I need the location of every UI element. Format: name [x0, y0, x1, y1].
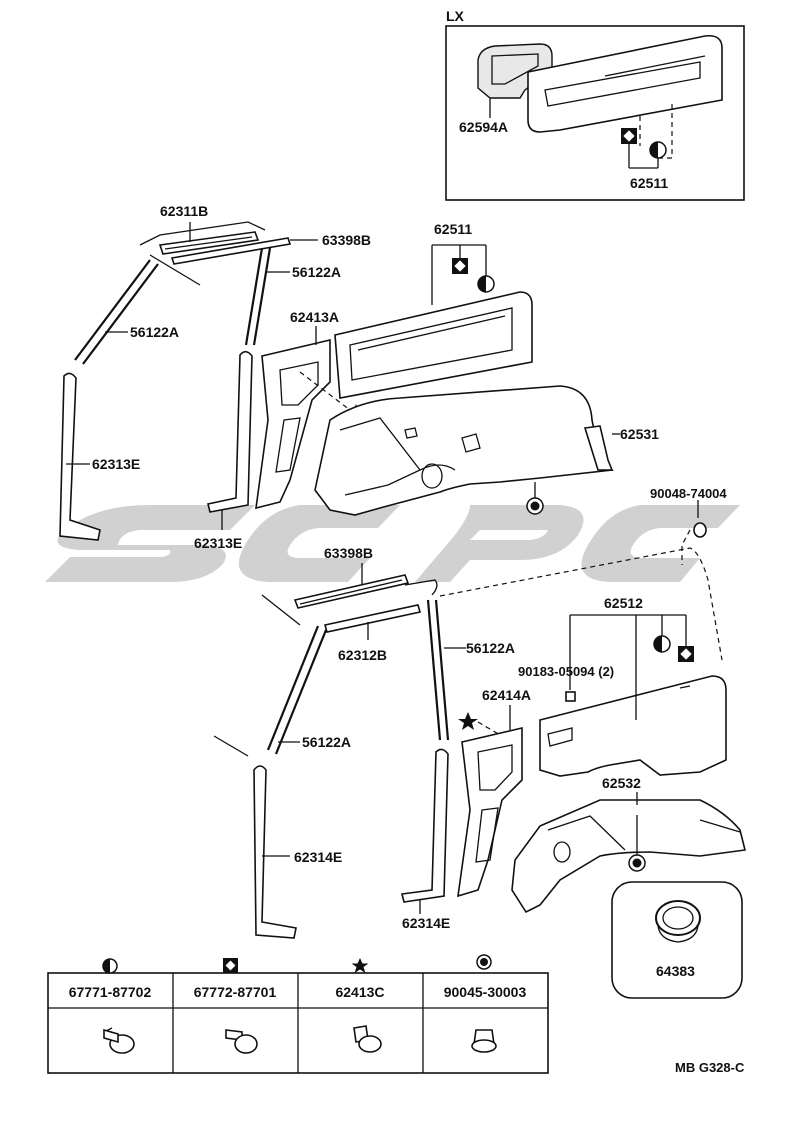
diamond-square-icon	[621, 128, 637, 144]
label-56122a-upper-left: 56122A	[130, 324, 179, 340]
clip-62413c-drawing	[353, 1025, 382, 1053]
diamond-square-icon	[452, 258, 468, 274]
label-63398b-upper: 63398B	[322, 232, 371, 248]
label-64383: 64383	[656, 963, 695, 979]
diamond-square-icon	[223, 958, 238, 973]
label-56122a-lower-left: 56122A	[302, 734, 351, 750]
label-62311b: 62311B	[160, 203, 208, 219]
fastener-part-2: 67772-87701	[194, 984, 277, 1000]
label-56122a-upper-right: 56122A	[292, 264, 341, 280]
fastener-table: 67771-87702 67772-87701 62413C 90045-300…	[47, 954, 549, 1074]
label-90048-74004: 90048-74004	[650, 486, 727, 501]
target-circle-icon	[526, 497, 544, 515]
target-circle-icon	[476, 954, 492, 970]
label-56122a-lower-right: 56122A	[466, 640, 515, 656]
clip-67771-drawing	[103, 1027, 135, 1054]
lx-inset-box: LX 62594A 62511	[445, 8, 745, 201]
lower-assembly: 63398B 62312B 56122A 56122A 62314E 62314…	[213, 545, 746, 939]
label-62313e-right: 62313E	[194, 535, 242, 551]
label-62532: 62532	[602, 775, 641, 791]
label-90183-05094: 90183-05094 (2)	[518, 664, 614, 679]
label-62512: 62512	[604, 595, 643, 611]
grommet-64383	[655, 900, 701, 943]
fastener-part-3: 62413C	[335, 984, 384, 1000]
lx-label-62594a: 62594A	[459, 119, 508, 135]
diamond-square-icon	[678, 646, 694, 662]
star-icon	[351, 958, 369, 973]
lx-label-62511: 62511	[630, 175, 668, 191]
target-circle-icon	[628, 854, 646, 872]
half-circle-icon	[102, 958, 118, 974]
label-62414a: 62414A	[482, 687, 531, 703]
clip-90045-drawing	[471, 1029, 497, 1053]
label-62314e-left: 62314E	[294, 849, 342, 865]
star-icon	[458, 712, 478, 730]
fastener-part-1: 67771-87702	[69, 984, 152, 1000]
label-62313e-left: 62313E	[92, 456, 140, 472]
label-62511-upper: 62511	[434, 221, 472, 237]
clip-67772-drawing	[225, 1029, 258, 1054]
grommet-box: 64383	[611, 881, 743, 999]
label-62531: 62531	[620, 426, 659, 442]
half-circle-icon	[477, 275, 495, 293]
half-circle-icon	[649, 141, 667, 159]
label-62314e-right: 62314E	[402, 915, 450, 931]
fastener-part-4: 90045-30003	[444, 984, 527, 1000]
label-62312b: 62312B	[338, 647, 387, 663]
watermark-logo	[45, 505, 740, 582]
upper-assembly: 62311B 63398B 56122A 56122A 62313E 62413…	[59, 203, 727, 565]
lx-title: LX	[446, 8, 465, 24]
half-circle-icon	[653, 635, 671, 653]
diagram-code: MB G328-C	[675, 1060, 745, 1075]
label-63398b-lower: 63398B	[324, 545, 373, 561]
label-62413a: 62413A	[290, 309, 339, 325]
